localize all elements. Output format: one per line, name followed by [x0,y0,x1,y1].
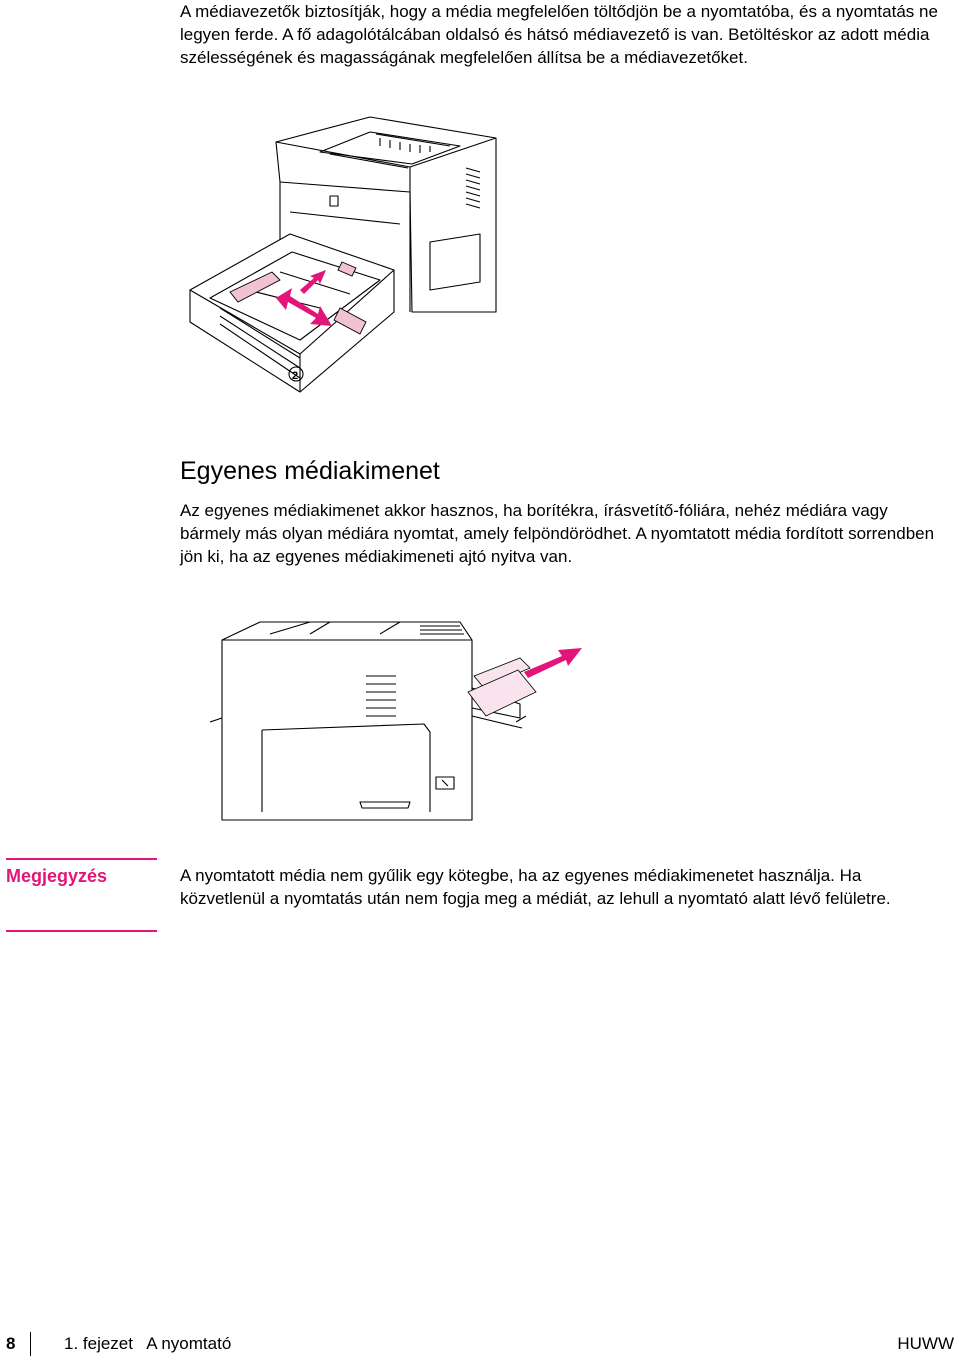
note-rule-top [6,858,157,860]
intro-paragraph: A médiavezetők biztosítják, hogy a média… [180,2,938,67]
page-footer: 8 1. fejezet A nyomtató HUWW [0,1331,960,1357]
width-adjust-arrow [276,288,332,326]
section-heading: Egyenes médiakimenet [180,457,440,485]
output-direction-arrow [524,648,582,678]
note-rule-bottom [6,930,157,932]
output-sheet-back [473,657,531,689]
tray-number: 2 [292,370,298,382]
chapter-title: 1. fejezet A nyomtató [64,1334,232,1353]
straight-output-illustration [210,621,582,821]
rear-media-guide [333,307,367,335]
page-number: 8 [6,1334,16,1353]
output-sheet-front [467,669,537,717]
side-media-guide [229,271,281,303]
section-body: Az egyenes médiakimenet akkor hasznos, h… [180,501,935,566]
printer-tray-illustration: 2 [189,116,497,393]
footer-brand: HUWW [897,1334,954,1353]
note-label: Megjegyzés [6,866,108,886]
footer-divider [30,1332,31,1356]
length-adjust-arrow [300,270,326,294]
note-text: A nyomtatott média nem gyűlik egy kötegb… [180,866,891,908]
